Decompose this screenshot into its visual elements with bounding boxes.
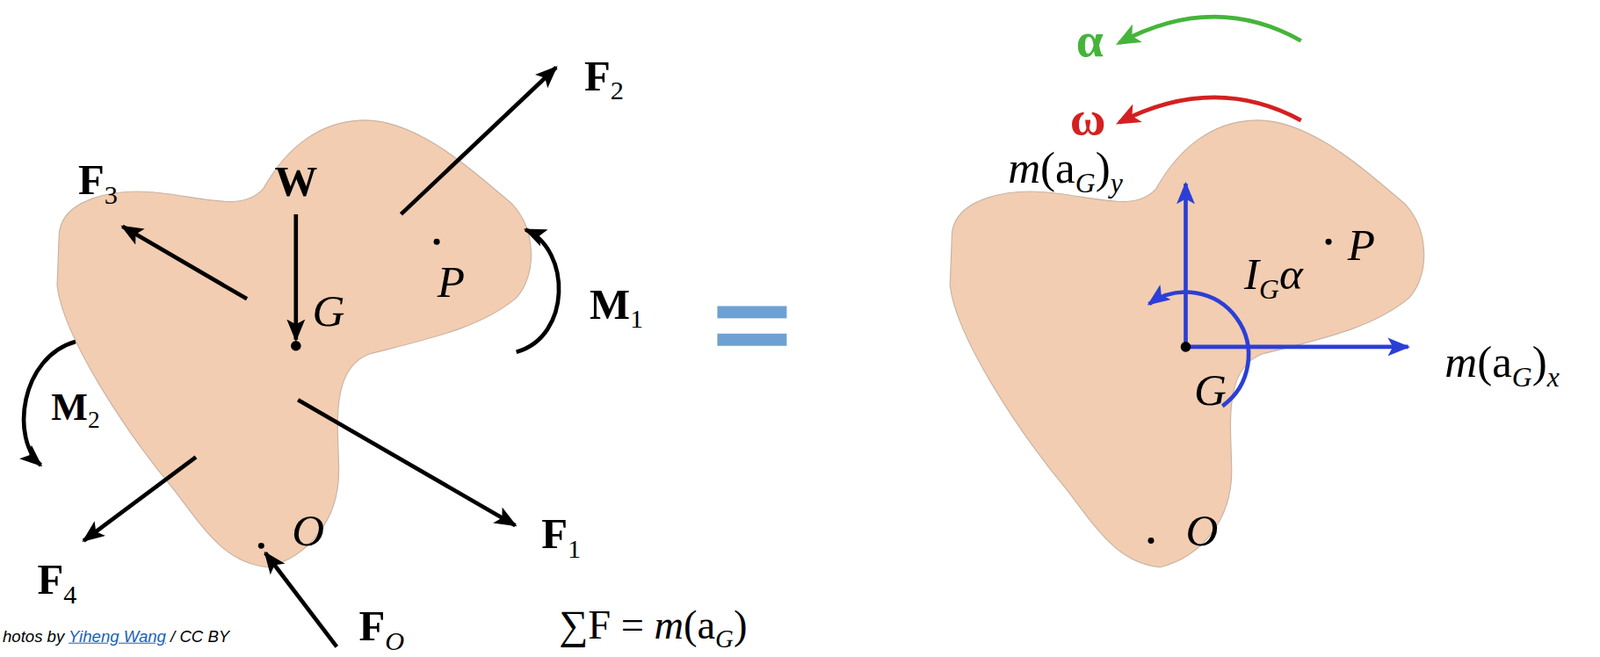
equation: ∑F = m(aG) [558,605,747,652]
text-part: 2 [87,406,101,434]
angular-velocity-label: ω [1070,94,1107,144]
text-part: G [312,286,346,337]
text-part: O [1186,505,1219,556]
text-part: F [584,52,611,101]
text-part: ) [1532,336,1548,387]
points [1148,238,1333,544]
text-part: ) [733,602,747,648]
force-arrows [23,67,559,648]
text-part: P [437,256,465,307]
force-label: FO [359,605,406,655]
text-part: Yiheng Wang [68,626,167,645]
text-part: = [610,602,654,648]
text-part: hotos by [2,626,69,645]
text-part: W [274,157,318,205]
text-part: P [1347,219,1376,270]
text-part: ) [1095,142,1111,193]
text-part: (a [1476,336,1513,387]
point-label: P [437,259,465,305]
text-part: ∑F [558,602,611,648]
text-part: α [1076,13,1104,68]
text-part: G [1512,361,1533,393]
force-label: F3 [78,159,118,209]
point-label: P [1347,222,1376,268]
text-part: G [1259,274,1280,305]
alpha-arrow [1119,16,1302,44]
text-part: G [1075,167,1096,199]
force-label: F2 [584,55,624,105]
text-part: M [589,281,630,329]
points [258,238,441,550]
point-label: O [1186,507,1219,553]
text-part: m [1444,336,1477,387]
force-label: F1 [541,513,581,563]
force-label: F4 [37,558,78,609]
text-part: 2 [610,75,624,106]
point-label: G [312,289,346,334]
text-part: m [653,602,684,648]
text-part: x [1547,361,1560,393]
text-part: α [1279,248,1304,299]
point-label: O [291,507,325,553]
equals-sign [716,305,787,346]
text-part: 4 [63,579,77,610]
text-part: ω [1070,90,1107,145]
moment-label: M2 [50,387,100,433]
text-part: F [78,156,105,204]
text-part: O [384,626,405,657]
text-part: (a [1040,142,1076,193]
text-part: I [1244,248,1260,299]
credit: hotos by Yiheng Wang / CC BY [2,628,230,645]
inertia-force-label: m(aG)y [1007,144,1123,198]
text-part: M [50,384,88,428]
rigid-body [949,120,1424,568]
text-part: / CC BY [166,626,230,645]
text-part: 1 [567,534,581,565]
kinetic-arrows [1149,183,1409,406]
inertia-force-label: m(aG)x [1444,339,1560,392]
angular-acceleration-label: α [1076,16,1104,66]
text-part: G [715,624,734,653]
text-part: O [291,505,325,556]
text-part: m [1007,142,1041,193]
text-part: 1 [629,304,644,334]
text-part: G [1194,364,1227,415]
text-part: F [359,602,386,651]
text-part: y [1110,167,1123,199]
point-label: G [1194,367,1227,413]
text-part: F [541,510,568,558]
moment-label: M1 [589,283,644,334]
text-part: F [37,556,65,604]
force-label: W [274,159,318,203]
text-part: 3 [104,180,118,210]
text-part: (a [683,602,716,648]
inertia-moment-label: IGα [1244,251,1304,305]
omega-arrow [1119,97,1302,123]
rigid-body [57,120,531,568]
